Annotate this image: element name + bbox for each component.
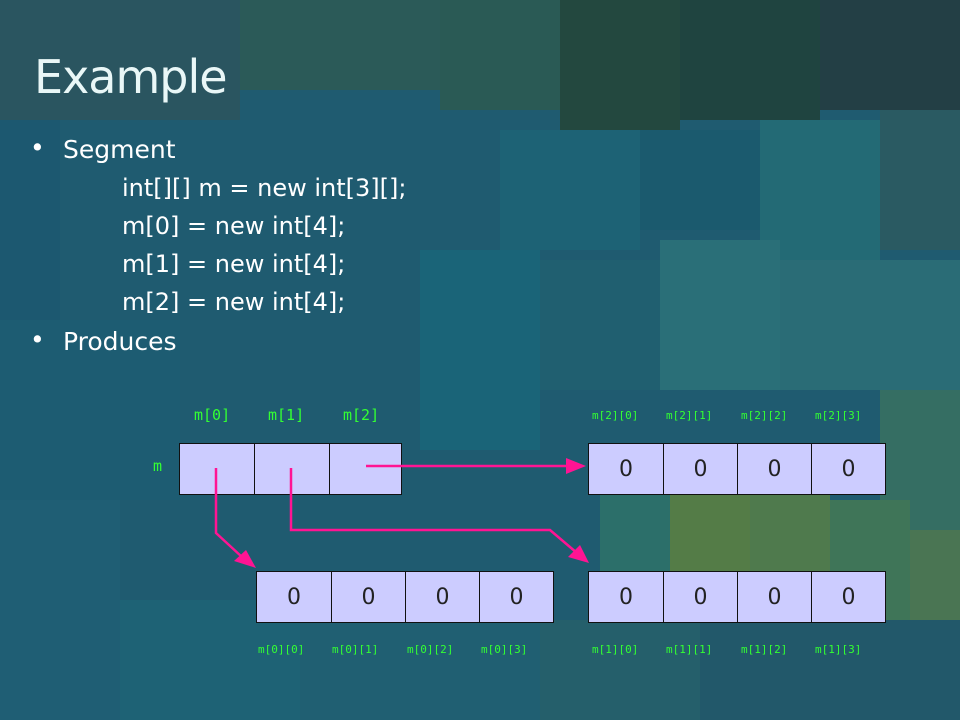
arrow-m0 (214, 468, 243, 558)
element-label: m[1][2] (741, 643, 788, 656)
m2-cell-1: 0 (663, 443, 738, 495)
code-line: int[][] m = new int[3][]; (122, 174, 407, 202)
element-label: m[1][0] (592, 643, 639, 656)
element-label: m[0][2] (407, 643, 454, 656)
element-label: m[2][3] (815, 409, 862, 422)
m0-cell-1: 0 (331, 571, 406, 623)
m2-cell-0: 0 (588, 443, 664, 495)
m1-cell-3: 0 (811, 571, 886, 623)
arrowhead-m0 (234, 550, 256, 568)
m0-cell-3: 0 (479, 571, 554, 623)
bullet-text: Segment (63, 135, 176, 164)
element-label: m[0][0] (258, 643, 305, 656)
index-label-m1: m[1] (268, 406, 305, 424)
bullet-marker: • (30, 325, 45, 354)
m1-cell-0: 0 (588, 571, 664, 623)
element-label: m[1][1] (666, 643, 713, 656)
bullet-text: Produces (63, 327, 177, 356)
element-label: m[1][3] (815, 643, 862, 656)
element-label: m[0][3] (481, 643, 528, 656)
code-line: m[1] = new int[4]; (122, 250, 346, 278)
element-label: m[2][2] (741, 409, 788, 422)
index-label-m0: m[0] (194, 406, 231, 424)
element-label: m[2][1] (666, 409, 713, 422)
slide-title: Example (34, 50, 228, 104)
m0-cell-2: 0 (405, 571, 480, 623)
m0-cell-0: 0 (256, 571, 332, 623)
index-label-m2: m[2] (343, 406, 380, 424)
arrowhead-m1 (568, 545, 589, 563)
m2-cell-3: 0 (811, 443, 886, 495)
code-line: m[0] = new int[4]; (122, 212, 346, 240)
arrow-lines (214, 464, 578, 558)
element-label: m[2][0] (592, 409, 639, 422)
arrow-m1 (289, 468, 578, 554)
outer-cell-2 (329, 443, 402, 495)
variable-label: m (153, 457, 163, 475)
m1-cell-2: 0 (737, 571, 812, 623)
code-line: m[2] = new int[4]; (122, 288, 346, 316)
element-label: m[0][1] (332, 643, 379, 656)
bullet-marker: • (30, 133, 45, 162)
arrowhead-m2 (566, 458, 586, 474)
m2-cell-2: 0 (737, 443, 812, 495)
arrow-heads (234, 458, 589, 568)
